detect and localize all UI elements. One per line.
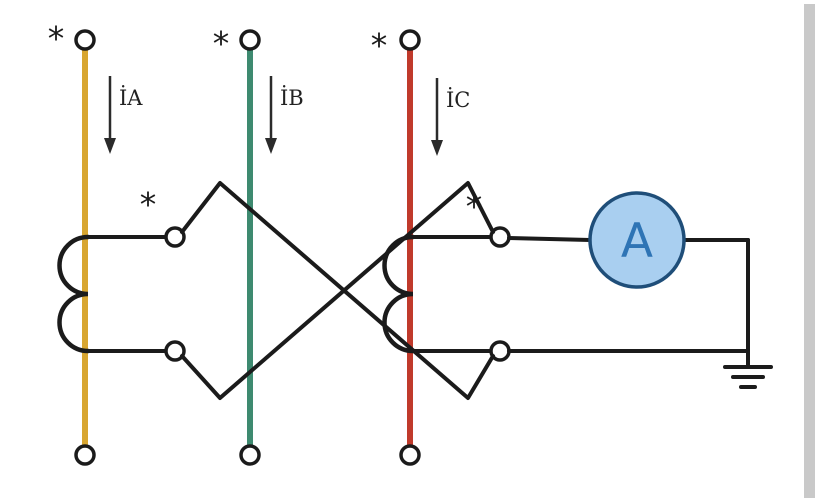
phase-b-current-label: İB: [280, 86, 304, 110]
ct-a-secondary-coil: [57, 234, 91, 354]
phase-a-bottom-terminal: [74, 444, 96, 466]
phase-b-conductor: * İB: [213, 24, 304, 466]
ct-a-polarity-mark: *: [140, 185, 157, 224]
phase-c-arrowhead-icon: [431, 140, 443, 156]
ct-a-bottom-secondary-terminal: [164, 340, 186, 362]
phase-c-polarity-mark: *: [371, 26, 388, 65]
ct-c-polarity-mark: *: [466, 187, 483, 226]
phase-a-arrowhead-icon: [104, 138, 116, 154]
page-edge: [804, 4, 815, 498]
phase-b-polarity-mark: *: [213, 24, 230, 63]
cross-wire-bottomleft-to-topright: [180, 181, 495, 400]
ct-a-top-secondary-terminal: [164, 226, 186, 248]
ct-phase-c: *: [382, 187, 511, 362]
phase-a-top-terminal: [74, 29, 96, 51]
ammeter: [588, 191, 686, 289]
phase-a-polarity-mark: *: [48, 19, 65, 58]
phase-a-current-label: İA: [119, 86, 143, 110]
phase-b-bottom-terminal: [239, 444, 261, 466]
phase-c-current-label: İC: [446, 88, 470, 112]
phase-c-conductor: * İC: [371, 26, 470, 466]
ground-icon: [723, 349, 773, 389]
ammeter-branch: A: [507, 191, 773, 389]
phase-a-conductor: * İA: [48, 19, 143, 466]
ct-phase-a: *: [57, 185, 186, 362]
cross-wire-topleft-to-bottomright: [180, 181, 495, 400]
ammeter-left-lead: [507, 236, 592, 242]
phase-c-top-terminal: [399, 29, 421, 51]
ammeter-label: A: [621, 214, 653, 269]
phase-c-bottom-terminal: [399, 444, 421, 466]
cross-connection: [180, 181, 495, 400]
phase-b-top-terminal: [239, 29, 261, 51]
phase-b-arrowhead-icon: [265, 138, 277, 154]
